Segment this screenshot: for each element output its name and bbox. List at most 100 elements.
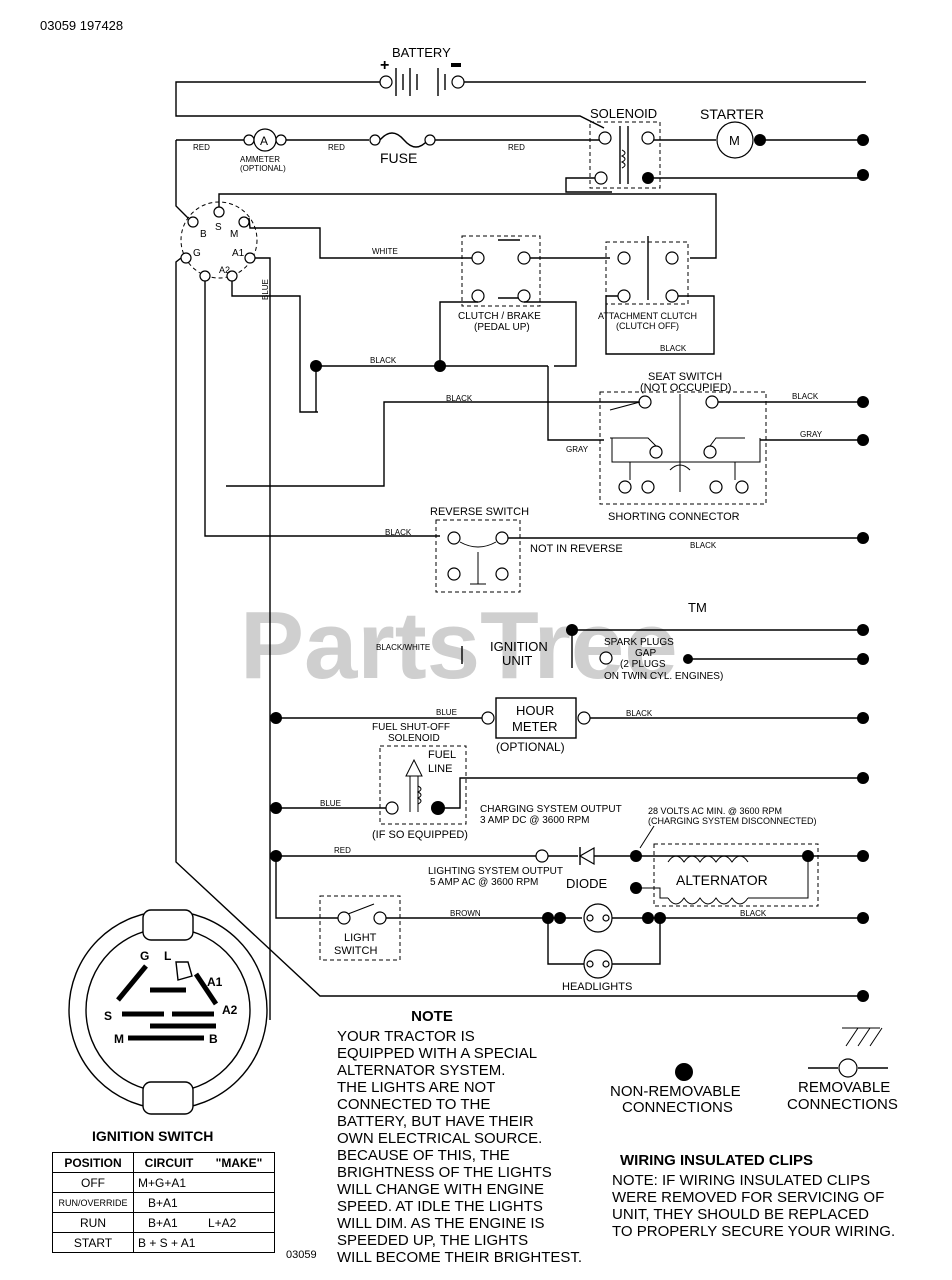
ignition-connector: B S M G A1 A2	[180, 201, 258, 282]
note-line: BATTERY, BUT HAVE THEIR	[337, 1113, 534, 1130]
wire-label-black-2: BLACK	[446, 394, 473, 403]
ign-terminal-G: G	[193, 248, 201, 259]
charging-output-sublabel: 3 AMP DC @ 3600 RPM	[480, 815, 589, 826]
diode-label: DIODE	[566, 876, 608, 891]
wire-label-black-6: BLACK	[626, 709, 653, 718]
face-label-A1: A1	[207, 975, 223, 989]
row-circuit: B + S + A1	[133, 1232, 204, 1253]
hour-meter-sublabel: METER	[512, 719, 558, 734]
wire-label-black-white: BLACK/WHITE	[376, 643, 430, 652]
wire-label-black-attach: BLACK	[660, 344, 687, 353]
table-row: START B + S + A1	[52, 1232, 275, 1253]
starter-motor-symbol: M	[729, 133, 740, 148]
shorting-connector-label: SHORTING CONNECTOR	[608, 511, 740, 523]
spark-plugs: SPARK PLUGS GAP (2 PLUGS ON TWIN CYL. EN…	[599, 637, 723, 682]
header-circuit: CIRCUIT	[133, 1152, 204, 1173]
spark-plugs-gap: GAP	[635, 648, 656, 659]
wire-label-black-3: BLACK	[792, 392, 819, 401]
watermark: PartsTree	[240, 592, 678, 699]
headlight-upper	[583, 903, 613, 933]
note-line: THE LIGHTS ARE NOT	[337, 1079, 496, 1096]
note-line: WILL BECOME THEIR BRIGHTEST.	[337, 1249, 583, 1266]
ign-terminal-M: M	[230, 229, 238, 240]
row-position: OFF	[52, 1172, 134, 1193]
wire-label-black-1: BLACK	[370, 356, 397, 365]
legend-non-removable-label: NON-REMOVABLE	[610, 1083, 741, 1100]
note-line: WILL DIM. AS THE ENGINE IS	[337, 1215, 545, 1232]
table-header-row: POSITION CIRCUIT "MAKE"	[52, 1152, 275, 1173]
seat-switch-sublabel: (NOT OCCUPIED)	[640, 382, 731, 394]
row-make	[204, 1232, 275, 1253]
seat-switch-label: SEAT SWITCH	[648, 371, 722, 383]
clips-line: NOTE: IF WIRING INSULATED CLIPS	[612, 1172, 871, 1189]
wire-label-blue-3: BLUE	[320, 799, 341, 808]
wire-label-red-1: RED	[193, 143, 210, 152]
row-make: L+A2	[204, 1212, 275, 1233]
header-code: 03059 197428	[40, 18, 123, 33]
face-label-S: S	[104, 1009, 112, 1023]
light-switch-label: LIGHT	[344, 932, 377, 944]
ammeter-optional: (OPTIONAL)	[240, 164, 286, 173]
wire-label-red-2: RED	[328, 143, 345, 152]
attachment-clutch-switch: ATTACHMENT CLUTCH (CLUTCH OFF)	[598, 236, 697, 331]
legend-non-removable-sublabel: CONNECTIONS	[622, 1099, 733, 1116]
face-label-A2: A2	[222, 1003, 238, 1017]
fuel-line-label: FUEL	[428, 749, 456, 761]
seat-switch: SEAT SWITCH (NOT OCCUPIED) SHORTING CONN…	[599, 371, 767, 523]
spark-plugs-count: (2 PLUGS	[620, 659, 666, 670]
legend-removable: REMOVABLE CONNECTIONS	[787, 1027, 898, 1113]
table-row: RUN/OVERRIDE B+A1	[52, 1192, 275, 1213]
clips-line: TO PROPERLY SECURE YOUR WIRING.	[612, 1223, 896, 1240]
ign-terminal-B: B	[200, 229, 207, 240]
ign-terminal-A2: A2	[219, 265, 230, 275]
note-line: BRIGHTNESS OF THE LIGHTS	[337, 1164, 552, 1181]
row-position: RUN	[52, 1212, 134, 1233]
fuse: FUSE	[369, 132, 436, 166]
wire-label-brown: BROWN	[450, 909, 481, 918]
note-line: ALTERNATOR SYSTEM.	[337, 1062, 506, 1079]
row-circuit: B+A1	[133, 1212, 204, 1233]
fuse-label: FUSE	[380, 150, 417, 166]
ignition-unit-sublabel: UNIT	[502, 653, 532, 668]
battery-plus-icon: +	[380, 57, 389, 74]
ignition-switch-face: G L A1 A2 S M B	[68, 909, 268, 1115]
wire-label-gray-2: GRAY	[800, 430, 823, 439]
lighting-output-sublabel: 5 AMP AC @ 3600 RPM	[430, 877, 538, 888]
wire-label-black-5: BLACK	[690, 541, 717, 550]
wire-label-black-7: BLACK	[740, 909, 767, 918]
note-line: EQUIPPED WITH A SPECIAL	[337, 1045, 538, 1062]
fuel-line-sublabel: LINE	[428, 763, 452, 775]
clips-line: UNIT, THEY SHOULD BE REPLACED	[612, 1206, 870, 1223]
row-circuit: B+A1	[133, 1192, 204, 1213]
wire-label-black-4: BLACK	[385, 528, 412, 537]
table-row: OFF M+G+A1	[52, 1172, 275, 1193]
ignition-unit-label: IGNITION	[490, 639, 548, 654]
battery-label: BATTERY	[392, 45, 451, 60]
face-label-G: G	[140, 949, 149, 963]
legend-removable-sublabel: CONNECTIONS	[787, 1096, 898, 1113]
clips-line: WERE REMOVED FOR SERVICING OF	[612, 1189, 885, 1206]
fuel-shutoff-sublabel: SOLENOID	[388, 733, 440, 744]
row-position: START	[52, 1232, 134, 1253]
battery-minus-icon	[451, 63, 461, 67]
row-circuit: M+G+A1	[133, 1172, 204, 1193]
volts-label: 28 VOLTS AC MIN. @ 3600 RPM	[648, 806, 782, 816]
clutch-brake-switch: CLUTCH / BRAKE (PEDAL UP)	[458, 235, 541, 333]
face-label-M: M	[114, 1032, 124, 1046]
if-so-equipped-label: (IF SO EQUIPPED)	[372, 829, 468, 841]
fuel-shutoff-solenoid: FUEL SHUT-OFF SOLENOID FUEL LINE (IF SO …	[372, 722, 468, 841]
alternator: ALTERNATOR	[636, 843, 819, 907]
starter-label: STARTER	[700, 106, 764, 122]
light-switch: LIGHT SWITCH	[319, 895, 401, 961]
alternator-label: ALTERNATOR	[676, 872, 768, 888]
ignition-unit: BLACK/WHITE IGNITION UNIT	[376, 628, 573, 668]
headlights-label: HEADLIGHTS	[562, 981, 632, 993]
reverse-switch: REVERSE SWITCH NOT IN REVERSE	[430, 506, 623, 593]
wire-label-gray-1: GRAY	[566, 445, 589, 454]
fuel-shutoff-label: FUEL SHUT-OFF	[372, 722, 450, 733]
watermark-tm: TM	[688, 600, 707, 615]
row-position: RUN/OVERRIDE	[52, 1192, 134, 1213]
clutch-brake-sublabel: (PEDAL UP)	[474, 322, 530, 333]
note-line: YOUR TRACTOR IS	[337, 1028, 475, 1045]
face-label-L: L	[164, 949, 171, 963]
